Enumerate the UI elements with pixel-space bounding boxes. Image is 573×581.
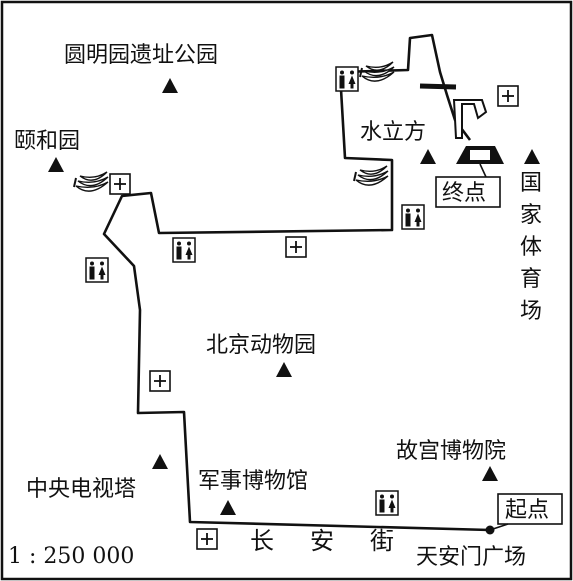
start-label: 起点: [505, 498, 549, 523]
banana-food-icon: [359, 61, 395, 83]
landmark-triangle-icon: [482, 466, 498, 481]
first-aid-icon: [109, 173, 131, 195]
label-beijing-zoo: 北京动物园: [206, 333, 316, 358]
label-yuanmingyuan: 圆明园遗址公园: [64, 43, 218, 68]
restroom-icon: [172, 237, 196, 263]
restroom-icon: [85, 257, 109, 283]
marathon-route-line: [102, 33, 491, 532]
svg-text:街: 街: [370, 527, 396, 555]
first-aid-icon: [149, 370, 171, 392]
label-yiheyuan: 颐和园: [14, 129, 80, 154]
banana-food-icon: [73, 171, 109, 193]
map-scale: 1 : 250 000: [8, 544, 134, 569]
landmark-triangle-icon: [152, 454, 168, 469]
label-tiananmen-square: 天安门广场: [416, 545, 526, 570]
label-cctv-tower: 中央电视塔: [26, 477, 136, 502]
route-segment-block: [452, 99, 488, 139]
landmark-triangle-icon: [220, 500, 236, 515]
label-military-museum: 军事博物馆: [198, 469, 308, 494]
landmark-triangle-icon: [48, 157, 64, 172]
landmark-triangle-icon: [524, 149, 540, 164]
svg-text:安: 安: [310, 527, 336, 555]
street-changan: 长 安 街: [250, 527, 396, 555]
landmark-triangle-icon: [162, 78, 178, 93]
restroom-icon: [375, 490, 399, 516]
first-aid-icon: [285, 236, 307, 258]
svg-text:育: 育: [520, 267, 542, 292]
first-aid-icon: [196, 528, 218, 550]
label-shuilifang: 水立方: [360, 120, 426, 145]
start-callout: 起点: [489, 493, 563, 531]
label-national-stadium: 国 家 体 育 场: [520, 171, 542, 324]
svg-text:国: 国: [520, 171, 542, 196]
svg-text:家: 家: [520, 203, 542, 228]
end-callout: 终点: [435, 163, 501, 208]
landmark-triangle-icon: [420, 149, 436, 164]
label-gugong: 故宫博物院: [396, 439, 506, 464]
landmark-triangle-icon: [276, 362, 292, 377]
svg-text:体: 体: [520, 235, 542, 260]
restroom-icon: [335, 66, 359, 92]
restroom-icon: [401, 204, 425, 230]
svg-text:长: 长: [250, 527, 276, 555]
route-segment: [419, 83, 457, 90]
svg-text:场: 场: [520, 299, 542, 324]
first-aid-icon: [497, 85, 519, 107]
end-label: 终点: [442, 181, 486, 206]
finish-gate-icon: [456, 146, 504, 164]
banana-food-icon: [353, 165, 389, 187]
